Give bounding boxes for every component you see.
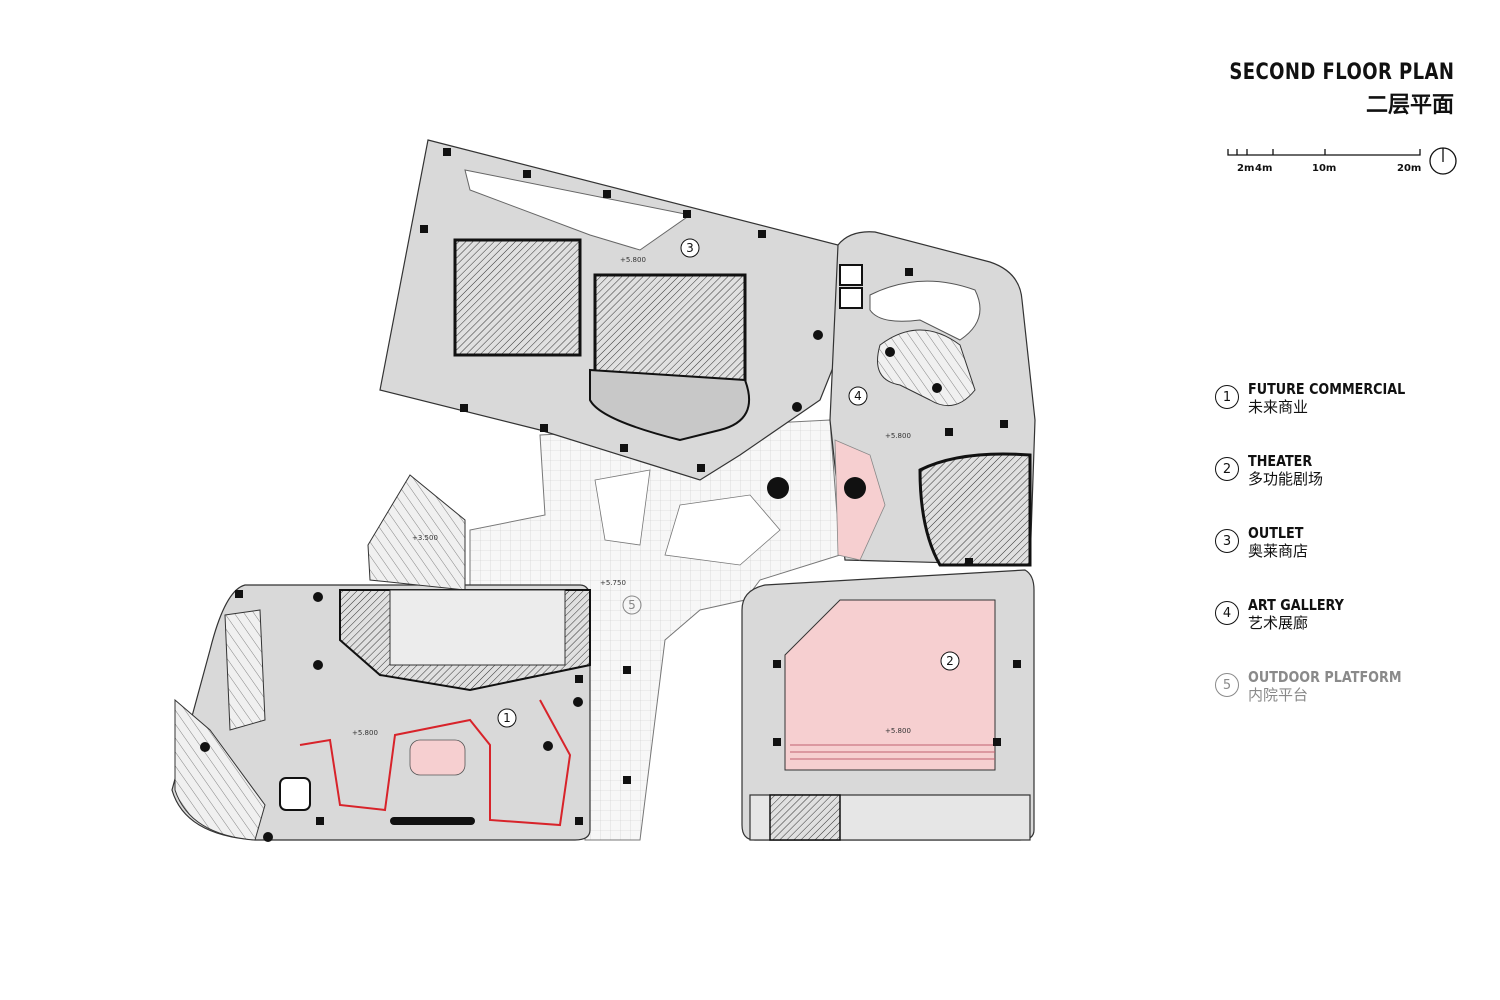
scale-label: 4m: [1255, 163, 1273, 174]
scale-label: 10m: [1312, 163, 1337, 174]
zone-number: 5: [628, 598, 636, 612]
zone-number: 4: [854, 389, 862, 403]
core-east: [593, 273, 747, 387]
zone-marker-4: 4: [848, 386, 868, 406]
elevation-label: +5.800: [885, 727, 911, 735]
elevation-label: +5.800: [885, 432, 911, 440]
legend-number: 2: [1215, 457, 1239, 481]
legend: 1 FUTURE COMMERCIAL 未来商业 2 THEATER 多功能剧场…: [1215, 380, 1455, 740]
legend-label-cn: 未来商业: [1248, 398, 1309, 416]
elevation-label: +5.750: [600, 579, 626, 587]
platform-planter-2: [664, 494, 781, 566]
legend-label-cn: 奥莱商店: [1248, 542, 1309, 560]
legend-label-cn: 多功能剧场: [1248, 470, 1324, 488]
legend-label-en: THEATER: [1248, 452, 1313, 470]
legend-label-en: OUTLET: [1248, 524, 1304, 542]
elevation-label: +5.800: [620, 256, 646, 264]
legend-label-en: ART GALLERY: [1248, 596, 1344, 614]
zone-number: 2: [946, 654, 954, 668]
commercial-rooms: [389, 589, 566, 666]
column: [767, 477, 789, 499]
zone-number: 3: [686, 241, 694, 255]
legend-item: 4 ART GALLERY 艺术展廊: [1215, 596, 1455, 668]
legend-label-en: OUTDOOR PLATFORM: [1248, 668, 1402, 686]
legend-number: 4: [1215, 601, 1239, 625]
theater-core: [769, 794, 841, 841]
commercial-ramp: [174, 698, 266, 841]
legend-label-en: FUTURE COMMERCIAL: [1248, 380, 1406, 398]
elevation-label: +5.800: [352, 729, 378, 737]
scale-bar-graphic: [1227, 147, 1457, 175]
platform-planter-1: [594, 469, 651, 546]
legend-label-cn: 内院平台: [1248, 686, 1309, 704]
outlet-void: [464, 169, 692, 251]
legend-item: 5 OUTDOOR PLATFORM 内院平台: [1215, 668, 1455, 740]
commercial-escalator: [224, 609, 266, 731]
zone-marker-1: 1: [497, 708, 517, 728]
title-block: SECOND FLOOR PLAN 二层平面: [1180, 60, 1454, 119]
zone-marker-5: 5: [622, 595, 642, 615]
legend-item: 3 OUTLET 奥莱商店: [1215, 524, 1455, 596]
legend-number: 5: [1215, 673, 1239, 697]
commercial-lift: [279, 777, 311, 811]
page-title: SECOND FLOOR PLAN: [1228, 60, 1454, 85]
theater-stage: [784, 599, 996, 771]
legend-item: 1 FUTURE COMMERCIAL 未来商业: [1215, 380, 1455, 452]
pink-gallery: [834, 439, 886, 561]
commercial-counter: [390, 817, 475, 825]
commercial-kiosk: [409, 739, 466, 776]
elevation-label: +3.500: [412, 534, 438, 542]
gallery-core: [918, 452, 1032, 567]
legend-item: 2 THEATER 多功能剧场: [1215, 452, 1455, 524]
core-west: [453, 238, 582, 357]
legend-label-cn: 艺术展廊: [1248, 614, 1309, 632]
gallery-lift-1: [839, 264, 863, 286]
gallery-lift-2: [839, 287, 863, 309]
zone-number: 1: [503, 711, 511, 725]
scale-label: 20m: [1397, 163, 1422, 174]
commercial-route: [299, 699, 572, 827]
west-stair: [367, 474, 466, 591]
scale-bar: 2m 4m 10m 20m: [1225, 145, 1460, 185]
outlet-lounge: [589, 368, 750, 442]
zone-marker-2: 2: [940, 651, 960, 671]
legend-number: 1: [1215, 385, 1239, 409]
zone-marker-3: 3: [680, 238, 700, 258]
columns: [200, 148, 1021, 842]
scale-label: 2m: [1237, 163, 1255, 174]
gallery-void: [869, 280, 981, 341]
gallery-stair: [877, 329, 976, 407]
legend-number: 3: [1215, 529, 1239, 553]
page-title-cn: 二层平面: [1365, 93, 1454, 118]
column: [844, 477, 866, 499]
